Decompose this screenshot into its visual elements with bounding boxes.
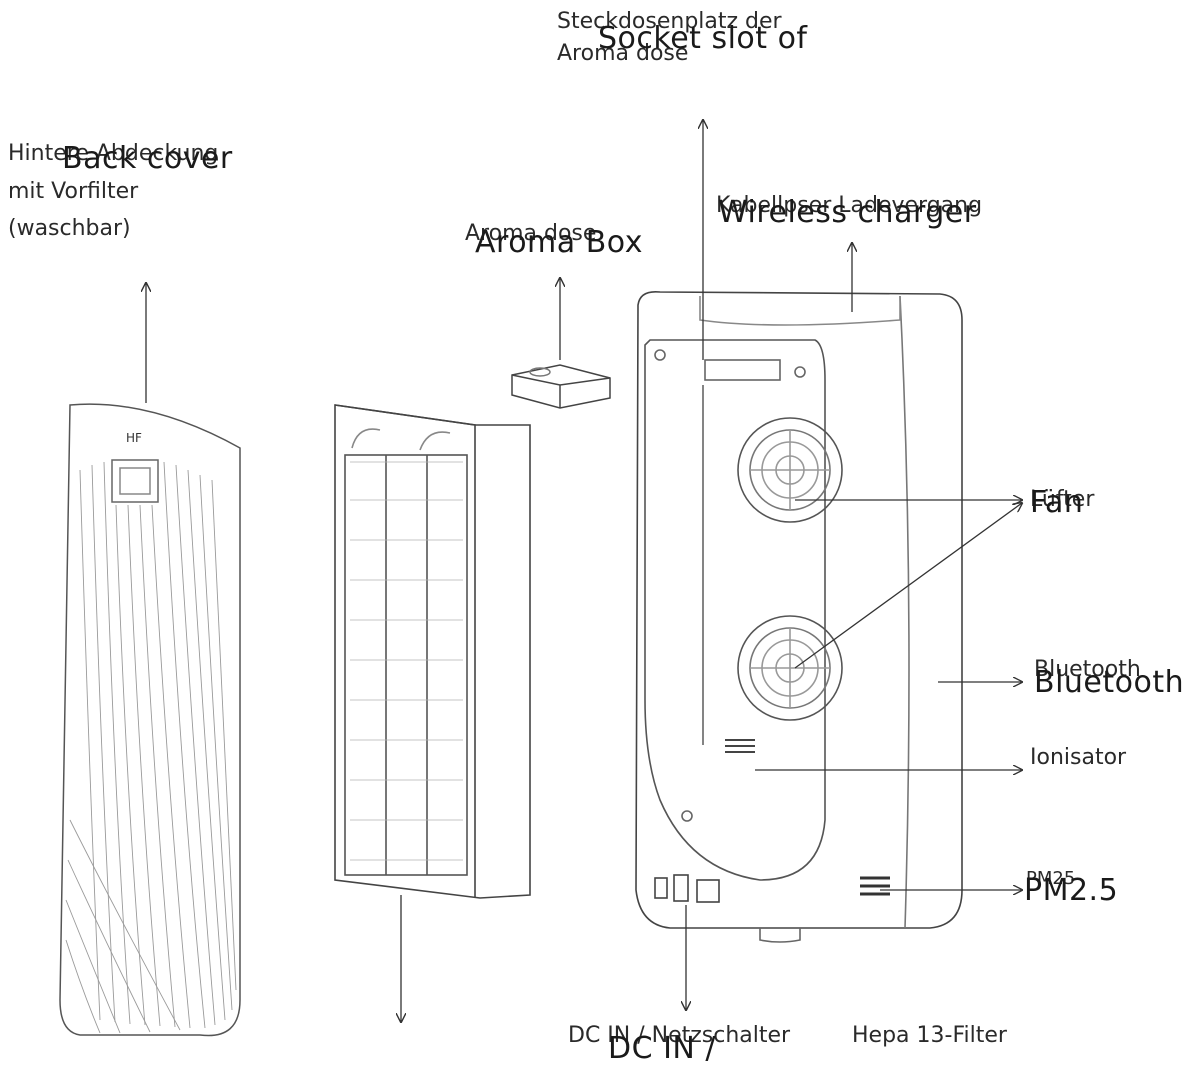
label-bluetooth-de: Bluetooth [1034,657,1141,682]
label-pm25-de: PM25 [1026,868,1076,889]
label-fan-en: Fan [1030,485,1084,520]
label-back-cover-en: Back cover [62,141,233,176]
label-back-cover-de: Hintere Abdeckung mit Vorfilter (waschba… [8,141,219,241]
svg-text:HF: HF [126,431,142,445]
hepa-filter-panel [334,404,531,899]
back-cover-panel: HF [59,403,241,1037]
label-socket-slot-de: Steckdosenplatz der Aroma dose [557,9,782,66]
label-dc-in-en: DC IN / [608,1031,717,1066]
main-housing [635,290,963,943]
label-pm25-en: PM2.5 [1024,873,1119,908]
label-dc-in-de: DC IN / Netzschalter [568,1023,791,1048]
label-hepa-de: Hepa 13-Filter [852,1023,1007,1048]
aroma-box-part [511,364,611,409]
label-bluetooth-en: Bluetooth [1034,665,1185,700]
leader-lines [146,120,1022,1022]
label-wireless-de: Kabellpser Ladevergang [716,193,983,218]
label-ionizer-de: Ionisator [1030,745,1127,770]
label-fan-de: Lüfter [1030,487,1095,512]
label-socket-slot-en: Socket slot of [598,21,808,56]
label-aroma-box-en: Aroma Box [475,225,643,260]
label-aroma-box-de: Aroma dose [465,221,597,246]
label-wireless-en: Wireless charger [718,195,977,230]
